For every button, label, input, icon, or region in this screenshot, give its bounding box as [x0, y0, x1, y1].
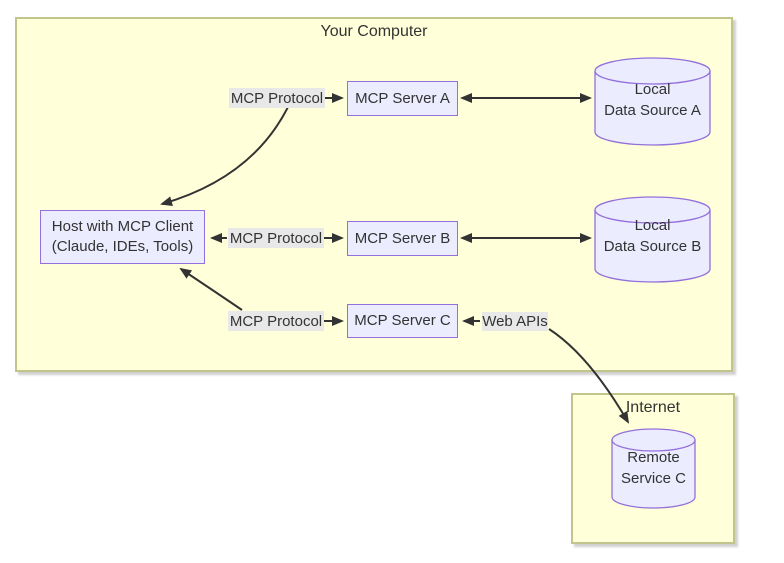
node-local-data-source-b: Local Data Source B	[595, 210, 710, 262]
data-source-a-line1: Local	[634, 81, 671, 98]
data-source-b-line1: Local	[634, 217, 671, 234]
group-internet: Internet	[571, 393, 735, 544]
database-cylinder-local-a	[594, 57, 711, 146]
server-c-label: MCP Server C	[354, 312, 451, 329]
remote-service-c-line1: Remote	[627, 449, 680, 466]
edge-label-mcp-protocol-b: MCP Protocol	[228, 228, 324, 248]
database-cylinder-local-b	[594, 196, 711, 283]
host-label-line1: Host with MCP Client	[51, 218, 194, 235]
node-remote-service-c: Remote Service C	[612, 442, 695, 494]
node-mcp-server-b: MCP Server B	[347, 221, 458, 256]
edge-label-mcp-protocol-a: MCP Protocol	[229, 88, 325, 108]
group-title-internet: Internet	[625, 399, 681, 416]
group-title-your-computer: Your Computer	[320, 23, 428, 40]
edge-label-web-apis: Web APIs	[482, 312, 548, 331]
edge-protocol-a-to-host	[160, 106, 289, 207]
edge-protocol-c-to-host	[179, 267, 243, 311]
edge-web-apis-to-remote-service	[548, 328, 630, 424]
server-a-label: MCP Server A	[355, 89, 450, 107]
remote-service-c-line2: Service C	[620, 470, 687, 487]
node-mcp-server-a: MCP Server A	[347, 81, 458, 116]
node-local-data-source-a: Local Data Source A	[595, 74, 710, 126]
node-mcp-server-c: MCP Server C	[347, 304, 458, 338]
host-label-line2: (Claude, IDEs, Tools)	[51, 238, 194, 255]
database-cylinder-remote-c	[611, 428, 696, 509]
data-source-b-line2: Data Source B	[603, 238, 702, 255]
server-b-label: MCP Server B	[354, 229, 451, 247]
edge-label-mcp-protocol-c: MCP Protocol	[228, 311, 324, 331]
data-source-a-line2: Data Source A	[604, 102, 701, 119]
node-host-with-mcp-client: Host with MCP Client (Claude, IDEs, Tool…	[40, 210, 205, 264]
